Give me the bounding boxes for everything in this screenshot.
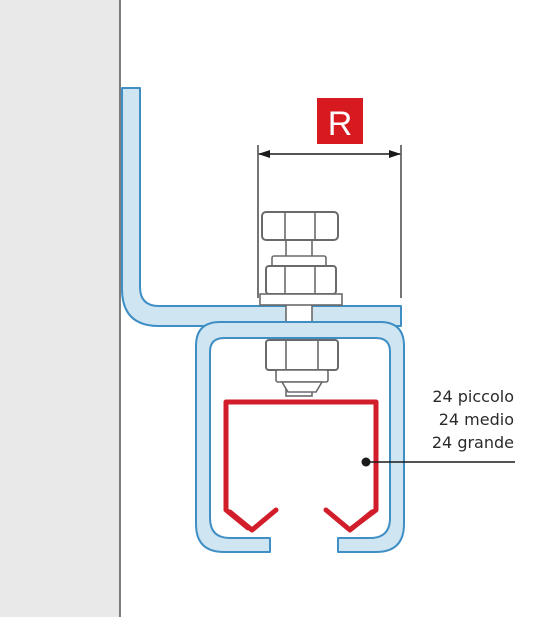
size-label-small: 24 piccolo bbox=[432, 387, 514, 406]
size-label-large: 24 grande bbox=[432, 433, 514, 452]
lower-hex-nut bbox=[265, 339, 339, 393]
track-profile bbox=[223, 399, 379, 531]
wall bbox=[0, 0, 120, 617]
size-label-medium: 24 medio bbox=[439, 410, 514, 429]
leader-dot bbox=[361, 457, 371, 467]
middle-hex-nut bbox=[265, 265, 337, 295]
dimension-badge bbox=[317, 98, 363, 144]
c-channel-outer bbox=[195, 321, 405, 553]
angle-bracket bbox=[121, 87, 402, 327]
washer bbox=[259, 293, 343, 306]
dimension-label: R bbox=[328, 105, 353, 143]
top-hex-nut bbox=[261, 211, 339, 241]
track-lip-left bbox=[227, 507, 279, 533]
track-lip-right bbox=[323, 507, 375, 533]
